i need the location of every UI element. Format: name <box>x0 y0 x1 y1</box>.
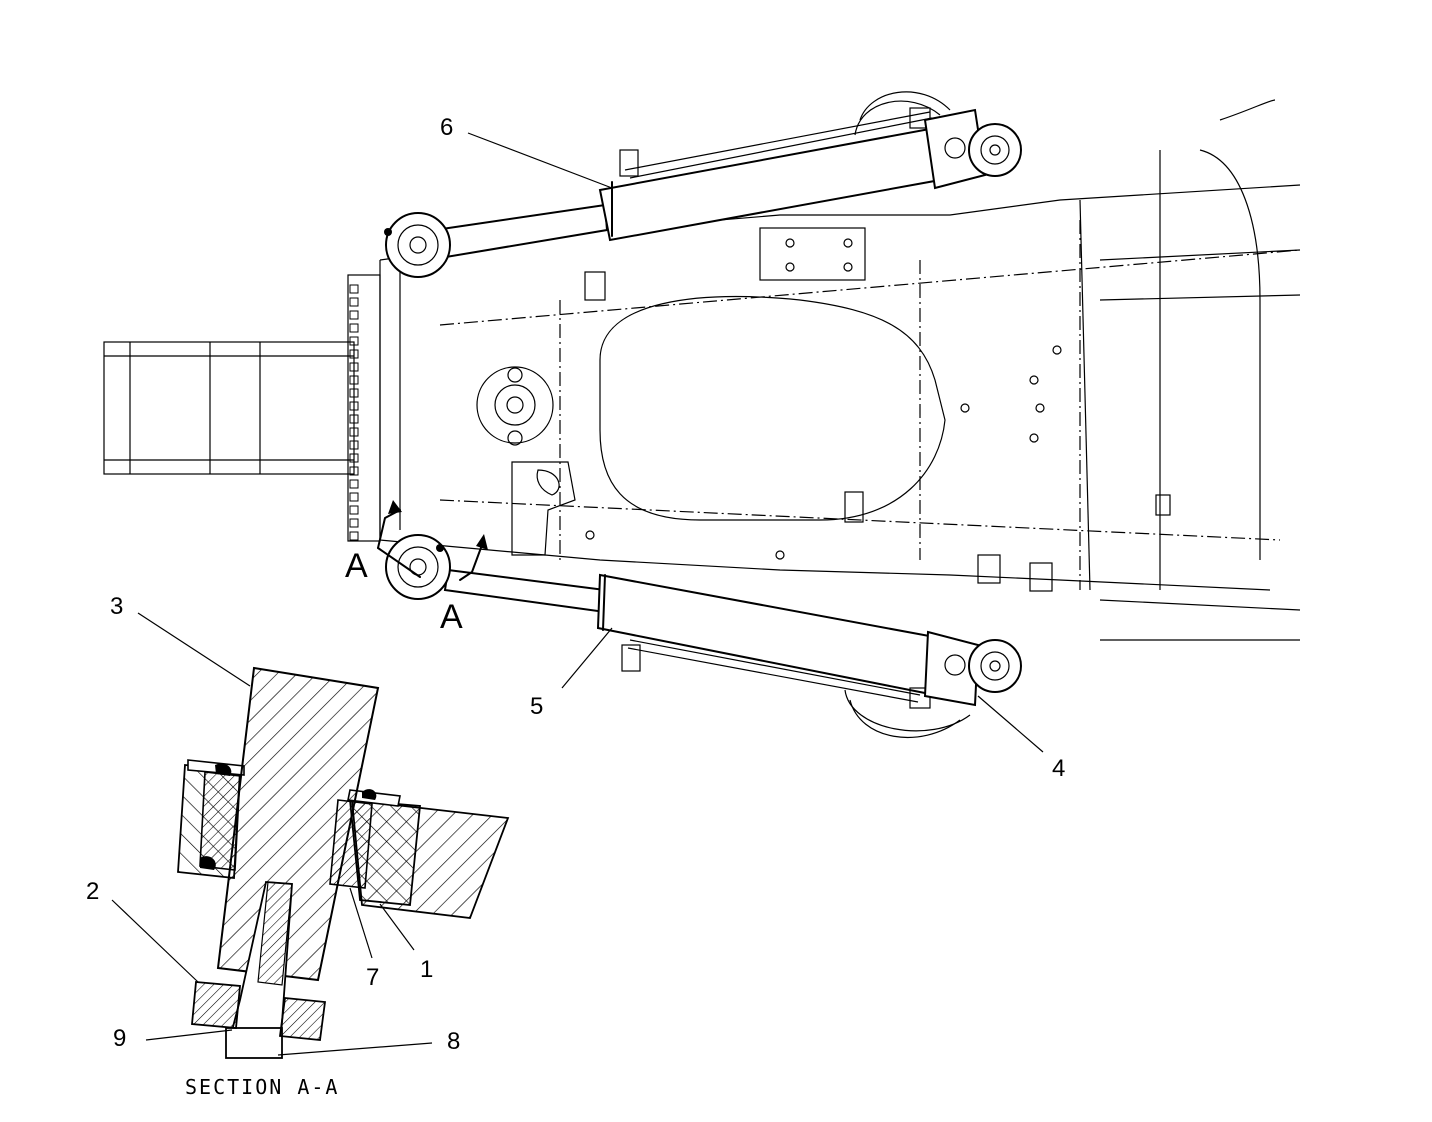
bottom-wheel-arch <box>849 699 961 739</box>
section-mark-left: A <box>345 547 368 585</box>
plate-tooth <box>349 531 359 541</box>
plate-tooth <box>349 401 359 411</box>
callout-8: 8 <box>447 1028 460 1055</box>
plate-tooth <box>349 440 359 450</box>
callout-2: 2 <box>86 878 99 905</box>
callout-numbers: 6 5 4 3 2 1 7 8 9 <box>86 114 1065 1055</box>
callout-3: 3 <box>110 593 123 620</box>
plate-tooth <box>349 284 359 294</box>
plate-tooth <box>349 297 359 307</box>
frame-bolts <box>585 238 1062 560</box>
top-wheel-arch <box>859 91 951 121</box>
plate-tooth <box>349 388 359 398</box>
upper-steering-cylinder <box>384 107 1022 278</box>
plate-tooth <box>349 414 359 424</box>
section-cut-arrows: A A <box>345 500 488 636</box>
plate-tooth <box>349 466 359 476</box>
plate-tooth <box>349 492 359 502</box>
callout-5: 5 <box>530 693 543 720</box>
section-title: SECTION A-A <box>185 1075 339 1099</box>
machine-frame <box>103 99 1301 641</box>
plate-tooth <box>349 336 359 346</box>
callout-6: 6 <box>440 114 453 141</box>
plate-tooth <box>349 375 359 385</box>
plate-tooth <box>349 479 359 489</box>
plate-tooth <box>349 453 359 463</box>
plate-tooth <box>349 518 359 528</box>
section-mark-right: A <box>440 598 463 636</box>
plate-tooth <box>349 310 359 320</box>
leader-lines <box>111 132 1044 1056</box>
callout-7: 7 <box>366 964 379 991</box>
callout-1: 1 <box>420 956 433 983</box>
plate-tooth <box>349 505 359 515</box>
toothed-plate <box>347 274 381 542</box>
plate-tooth <box>349 349 359 359</box>
plate-tooth <box>349 427 359 437</box>
pivot-hub <box>476 366 554 446</box>
plate-tooth <box>349 323 359 333</box>
section-a-a-detail: SECTION A-A <box>177 666 510 1099</box>
callout-9: 9 <box>113 1025 126 1052</box>
plate-tooth <box>349 362 359 372</box>
rear-drum <box>103 341 355 475</box>
callout-4: 4 <box>1052 755 1065 782</box>
lower-steering-cylinder <box>385 534 1022 709</box>
